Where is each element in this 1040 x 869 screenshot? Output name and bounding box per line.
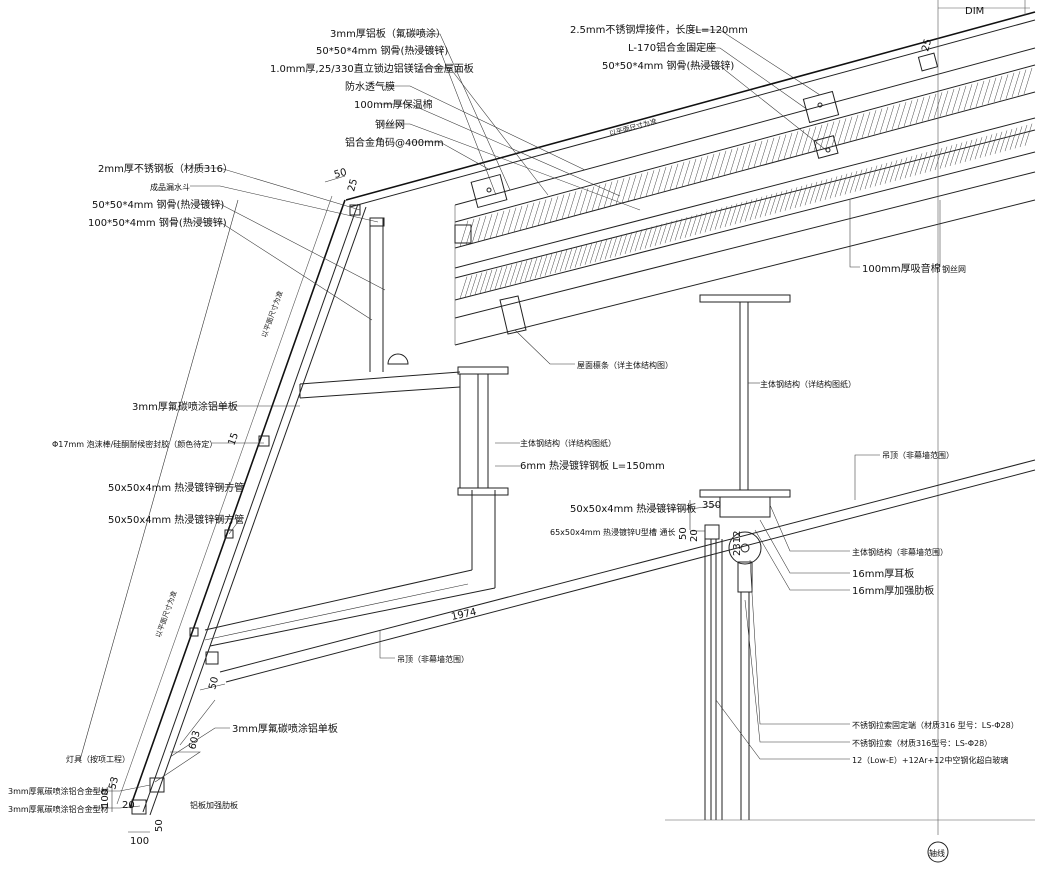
label-roof-panel: 1.0mm厚,25/330直立锁边铝镁锰合金屋面板 bbox=[270, 62, 474, 75]
dim-roof-25: 25 bbox=[920, 38, 934, 53]
dim-bracket-2312: 2312 bbox=[732, 531, 743, 556]
label-sealant: Φ17mm 泡沫棒/硅酮耐候密封胶（颜色待定） bbox=[52, 439, 217, 449]
label-steel-bone-right: 50*50*4mm 钢骨(热浸镀锌) bbox=[602, 59, 734, 72]
label-insulation: 100mm厚保温棉 bbox=[354, 98, 433, 111]
label-ear-plate: 16mm厚耳板 bbox=[852, 567, 914, 580]
label-rib-plate: 16mm厚加强肋板 bbox=[852, 584, 934, 597]
label-rib: 铝板加强肋板 bbox=[190, 800, 238, 810]
dim-marker: DIM 轴线 bbox=[927, 0, 1030, 863]
dim-tag: DIM bbox=[965, 6, 984, 17]
label-stainless-plate: 2mm厚不锈钢板（材质316） bbox=[98, 162, 233, 175]
dim-top-50: 50 bbox=[333, 167, 348, 181]
roof-assembly bbox=[345, 11, 1036, 346]
label-main-steel-2: 主体钢结构（详结构图纸） bbox=[520, 438, 616, 448]
label-plate-50: 50x50x4mm 热浸镀锌钢板 bbox=[570, 502, 696, 515]
inner-frame bbox=[204, 218, 1036, 683]
label-al-panel-low: 3mm厚氟碳喷涂铝单板 bbox=[232, 722, 338, 735]
label-membrane: 防水透气膜 bbox=[345, 80, 395, 93]
label-drain: 成品漏水斗 bbox=[150, 182, 190, 192]
label-steel-50: 50*50*4mm 钢骨(热浸镀锌) bbox=[92, 198, 224, 211]
dim-1974: 1974 bbox=[450, 607, 477, 623]
label-acoustic: 100mm厚吸音棉 bbox=[862, 262, 941, 275]
dim-100-bottom: 100 bbox=[130, 836, 149, 847]
label-profile-1: 3mm厚氟碳喷涂铝合金型材 bbox=[8, 786, 109, 796]
labels-left: 2mm厚不锈钢板（材质316） 成品漏水斗 50*50*4mm 钢骨(热浸镀锌)… bbox=[8, 162, 338, 814]
inclined-facade bbox=[116, 195, 385, 816]
label-tube-1: 50x50x4mm 热浸镀锌钢方管 bbox=[108, 481, 244, 494]
dim-bracket-20: 20 bbox=[689, 529, 700, 542]
label-mesh-center: 钢丝网 bbox=[942, 264, 966, 274]
dim-603: 603 bbox=[187, 729, 203, 750]
steel-i-beam bbox=[699, 294, 791, 498]
labels-bottom-right: 50x50x4mm 热浸镀锌钢板 65x50x4mm 热浸镀锌U型槽 通长 主体… bbox=[550, 502, 1019, 765]
label-profile-2: 3mm厚氟碳喷涂铝合金型材 bbox=[8, 804, 109, 814]
label-steel-bone: 50*50*4mm 钢骨(热浸镀锌) bbox=[316, 44, 448, 57]
label-tube-2: 50x50x4mm 热浸镀锌钢方管 bbox=[108, 513, 244, 526]
leader-lines bbox=[90, 29, 941, 809]
label-steel-100: 100*50*4mm 钢骨(热浸镀锌) bbox=[88, 216, 227, 229]
label-lamp: 灯具（按项工程） bbox=[66, 754, 130, 764]
dimension-lines bbox=[79, 175, 691, 833]
dim-50-bottom: 50 bbox=[154, 819, 165, 832]
labels-top-right: 2.5mm不锈钢焊接件，长度L=120mm L-170铝合金固定座 50*50*… bbox=[570, 23, 748, 72]
dim-100v: 100 bbox=[100, 789, 111, 808]
main-steel-column bbox=[457, 366, 509, 496]
label-glass: 12（Low-E）+12Ar+12中空钢化超白玻璃 bbox=[852, 755, 1008, 765]
dim-50-lower: 50 bbox=[207, 676, 221, 691]
dimension-values: 50 25 25 15 1974 50 603 53 100 20 50 100… bbox=[100, 38, 934, 847]
dim-bracket-50: 50 bbox=[678, 527, 689, 540]
label-main-steel-1: 主体钢结构（详结构图纸） bbox=[760, 379, 856, 389]
dim-20: 20 bbox=[122, 800, 135, 811]
label-wire-mesh: 钢丝网 bbox=[375, 118, 405, 131]
label-angle-code: 铝合金角码@400mm bbox=[345, 136, 444, 149]
dim-15: 15 bbox=[226, 431, 241, 447]
label-cable-end: 不锈钢拉索固定端（材质316 型号：LS-Φ28） bbox=[852, 720, 1019, 730]
label-purlin: 屋面檩条（详主体结构图） bbox=[577, 360, 673, 370]
labels-center: 100mm厚吸音棉 钢丝网 屋面檩条（详主体结构图） 主体钢结构（详结构图纸） … bbox=[397, 262, 966, 664]
label-cable: 不锈钢拉索（材质316型号：LS-Φ28） bbox=[852, 738, 992, 748]
axis-tag: 轴线 bbox=[929, 848, 945, 858]
dim-top-25: 25 bbox=[346, 178, 360, 193]
roof-insulation-hatch bbox=[459, 67, 1033, 299]
label-aluminum-plate: 3mm厚铝板（氟碳喷涂） bbox=[330, 27, 446, 40]
label-weld-part: 2.5mm不锈钢焊接件，长度L=120mm bbox=[570, 23, 748, 36]
label-ceiling-2: 吊顶（非幕墙范围） bbox=[397, 654, 469, 664]
cable-anchor bbox=[665, 496, 1035, 821]
label-fixed-seat: L-170铝合金固定座 bbox=[628, 41, 716, 54]
slope-notes: 以平面尺寸为准 以平面尺寸为准 以平面尺寸为准 bbox=[153, 117, 657, 639]
slope-note-lower: 以平面尺寸为准 bbox=[153, 590, 178, 639]
label-ceiling-1: 吊顶（非幕墙范围） bbox=[882, 450, 954, 460]
label-u-channel: 65x50x4mm 热浸镀锌U型槽 通长 bbox=[550, 527, 675, 537]
labels-top-left: 3mm厚铝板（氟碳喷涂） 50*50*4mm 钢骨(热浸镀锌) 1.0mm厚,2… bbox=[270, 27, 474, 149]
dim-bracket-350: 350 bbox=[702, 500, 721, 511]
slope-note-upper: 以平面尺寸为准 bbox=[259, 290, 284, 339]
label-main-steel-3: 主体钢结构（非幕墙范围） bbox=[852, 547, 948, 557]
label-al-panel: 3mm厚氟碳喷涂铝单板 bbox=[132, 400, 238, 413]
dim-53: 53 bbox=[107, 776, 121, 791]
label-plate-6mm: 6mm 热浸镀锌钢板 L=150mm bbox=[520, 459, 665, 472]
